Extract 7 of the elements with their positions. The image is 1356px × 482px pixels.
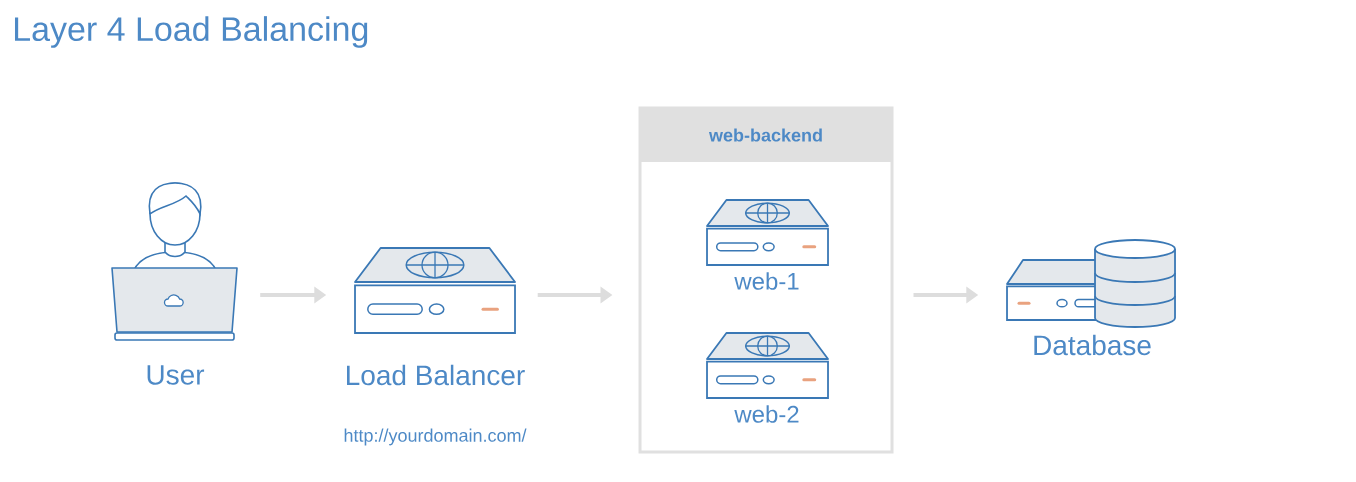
node-label: User	[147, 365, 205, 385]
title: Layer 4 Load Balancing	[15, 16, 368, 48]
node-label: Database	[1034, 334, 1151, 356]
node-label: web-1	[734, 272, 799, 290]
node-label: web-2	[734, 405, 799, 423]
url-text: http://yourdomain.com/	[344, 428, 527, 446]
node-label: Load Balancer	[347, 364, 525, 386]
